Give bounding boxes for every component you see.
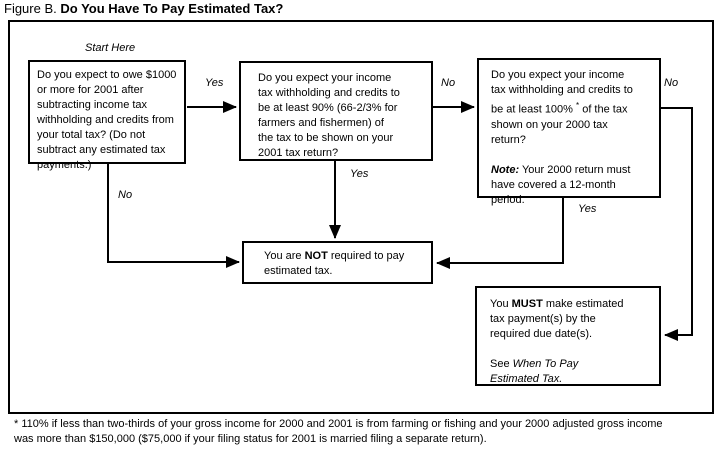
edge-label-box2-yes: Yes — [350, 168, 369, 180]
question-text-pre: Do you expect your income tax withholdin… — [491, 69, 633, 116]
not-text-post: required to pay estimated tax. — [264, 250, 405, 277]
note-text: Your 2000 return must have covered a 12-… — [491, 163, 631, 206]
figure-title: Figure B. Do You Have To Pay Estimated T… — [4, 1, 283, 16]
edge-label-box1-no: No — [118, 189, 133, 201]
see-text: See — [490, 358, 513, 370]
not-emphasis: NOT — [304, 250, 328, 262]
note-label: Note: — [491, 163, 520, 176]
see-reference-italic: When To Pay Estimated Tax. — [490, 358, 579, 385]
decision-box-owe-1000-text: Do you expect to owe $1000 or more for 2… — [37, 69, 177, 171]
outcome-not-required-text: You are NOT required to pay estimated ta… — [264, 249, 429, 279]
outcome-box-not-required: You are NOT required to pay estimated ta… — [242, 241, 433, 284]
outcome-must-pay-reference: See When To Pay Estimated Tax. — [490, 357, 655, 387]
start-here-label: Start Here — [85, 42, 136, 54]
outcome-must-pay-text: You MUST make estimated tax payment(s) b… — [490, 297, 655, 342]
paragraph-spacer — [490, 342, 655, 357]
decision-box-100-percent-note: Note: Your 2000 return must have covered… — [491, 163, 655, 208]
decision-box-90-percent-text: Do you expect your income tax withholdin… — [258, 72, 400, 159]
asterisk-superscript: * — [576, 101, 580, 110]
figure-title-prefix: Figure B. — [4, 1, 61, 16]
flowchart-border — [8, 20, 714, 414]
edge-label-box3-yes: Yes — [578, 203, 597, 215]
paragraph-spacer — [491, 148, 655, 163]
must-emphasis: MUST — [511, 298, 543, 310]
edge-label-box1-yes: Yes — [205, 77, 224, 89]
decision-box-100-percent-question: Do you expect your income tax withholdin… — [491, 68, 655, 148]
not-text-pre: You are — [264, 250, 305, 262]
decision-box-100-percent: Do you expect your income tax withholdin… — [477, 58, 661, 206]
decision-box-90-percent: Do you expect your income tax withholdin… — [239, 61, 433, 161]
edge-label-box3-no: No — [664, 77, 679, 89]
must-text-post: make estimated tax payment(s) by the req… — [490, 298, 624, 340]
outcome-box-must-pay: You MUST make estimated tax payment(s) b… — [475, 286, 661, 386]
footnote: * 110% if less than two-thirds of your g… — [14, 418, 663, 445]
edge-label-box2-no: No — [441, 77, 456, 89]
figure-title-main: Do You Have To Pay Estimated Tax? — [60, 1, 284, 16]
must-text-pre: You — [490, 298, 512, 310]
decision-box-owe-1000: Do you expect to owe $1000 or more for 2… — [28, 60, 186, 171]
question-text-post: of the tax shown on your 2000 tax return… — [491, 103, 628, 146]
